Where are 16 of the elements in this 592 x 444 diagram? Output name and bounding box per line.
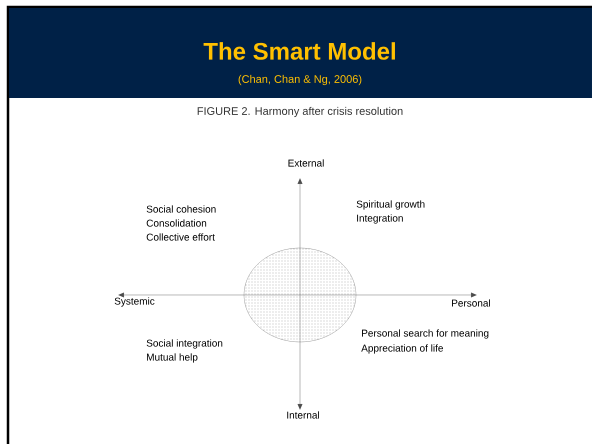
slide-title: The Smart Model (204, 42, 395, 60)
quadrant-text: Mutual help (147, 353, 198, 363)
axis-label: Internal (287, 411, 319, 419)
shaded-circle (244, 248, 356, 342)
quadrant-text: Integration (357, 214, 403, 224)
subtitle: (Chan, Chan & Ng, 2006) (238, 74, 362, 86)
axis-label: Systemic (114, 297, 154, 307)
quadrant-text: Collective effort (146, 233, 215, 241)
axis-label: External (288, 159, 324, 167)
quadrant-text: Social integration (146, 339, 222, 349)
quadrant-text: Appreciation of life (361, 344, 443, 354)
figure-caption: FIGURE 2. Harmony after crisis resolution (198, 106, 402, 118)
axis-label: Personal (452, 299, 490, 307)
quadrant-text: Social cohesion (146, 205, 216, 213)
quadrant-text: Consolidation (146, 219, 206, 227)
quadrant-text: Spiritual growth (356, 200, 424, 210)
